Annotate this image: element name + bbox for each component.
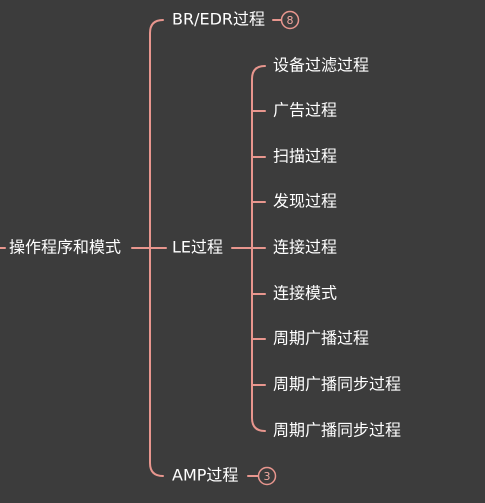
branch-amp[interactable]: AMP过程 (172, 466, 238, 485)
le-child-scanning[interactable]: 扫描过程 (273, 147, 337, 166)
le-child-periodic-adv-sync-2[interactable]: 周期广播同步过程 (273, 421, 401, 440)
branch-bredr[interactable]: BR/EDR过程 (172, 10, 265, 29)
le-child-connection-modes[interactable]: 连接模式 (273, 284, 337, 303)
le-child-discovery[interactable]: 发现过程 (273, 192, 337, 211)
le-child-device-filtering[interactable]: 设备过滤过程 (273, 56, 369, 75)
le-child-advertising[interactable]: 广告过程 (273, 101, 337, 120)
badge-count: 8 (287, 14, 294, 27)
le-children: 设备过滤过程 广告过程 扫描过程 发现过程 连接过程 连接模式 周期广播过程 周… (273, 56, 401, 440)
badge-circle (280, 10, 300, 30)
connector-lines (0, 19, 282, 477)
collapsed-count-badge-amp[interactable]: 3 (257, 466, 277, 486)
branch-le[interactable]: LE过程 (172, 238, 223, 257)
badge-count: 3 (264, 470, 271, 483)
le-child-connection-procedure[interactable]: 连接过程 (273, 238, 337, 257)
root-node[interactable]: 操作程序和模式 (9, 238, 121, 257)
badge-circle (257, 466, 277, 486)
le-child-periodic-advertising[interactable]: 周期广播过程 (273, 329, 369, 348)
collapsed-count-badge-bredr[interactable]: 8 (280, 10, 300, 30)
le-child-periodic-adv-sync[interactable]: 周期广播同步过程 (273, 375, 401, 394)
